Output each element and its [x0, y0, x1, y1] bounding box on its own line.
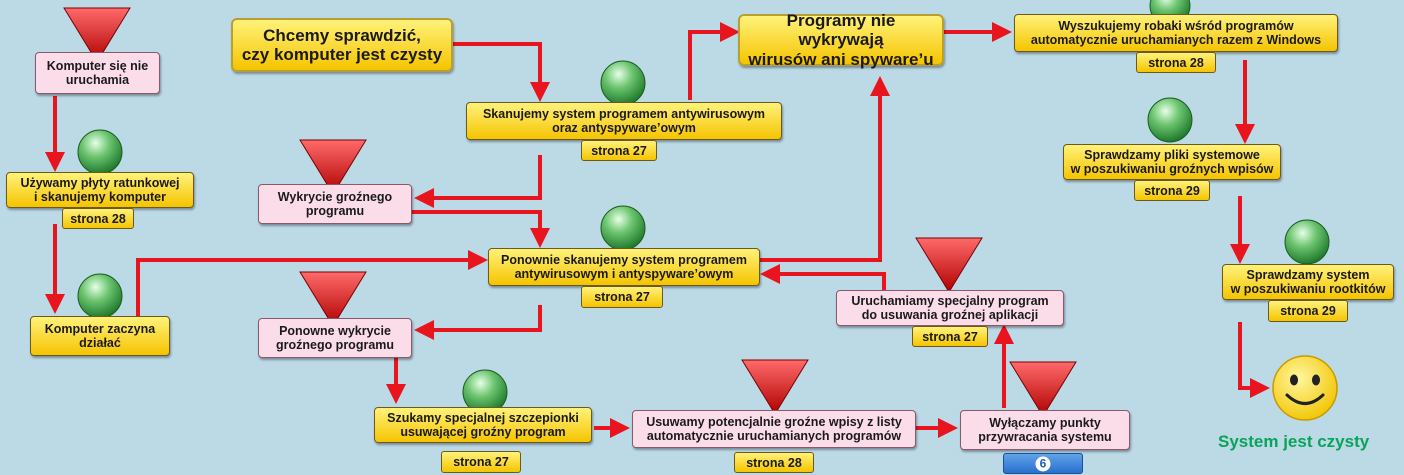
arrow-scan1-to-novirus	[688, 22, 740, 100]
red-warning-icon	[299, 271, 367, 327]
page-ref: strona 27	[441, 451, 521, 473]
page-ref: strona 28	[62, 208, 134, 229]
step-6-badge: 6	[1003, 453, 1083, 474]
green-indicator-icon	[600, 205, 646, 251]
node-autorun-worms: Wyszukujemy robaki wśród programów autom…	[1014, 14, 1338, 52]
page-ref: strona 27	[912, 326, 988, 347]
arrow-start-to-scan1	[452, 42, 550, 102]
arrow-scan2-to-detect2	[414, 305, 542, 340]
red-warning-icon	[299, 139, 367, 195]
final-status-text: System jest czysty	[1218, 432, 1370, 451]
node-restore-points: Wyłączamy punkty przywracania systemu	[960, 410, 1130, 450]
page-ref: strona 29	[1268, 300, 1348, 322]
green-indicator-icon	[1147, 97, 1193, 143]
arrow-rootkits-to-smiley	[1238, 322, 1270, 398]
node-start: Chcemy sprawdzić, czy komputer jest czys…	[231, 18, 453, 72]
arrow-detect1-to-scan2	[412, 210, 550, 248]
node-no-virus: Programy nie wykrywają wirusów ani spywa…	[738, 11, 944, 69]
node-scan2: Ponownie skanujemy system programem anty…	[488, 248, 760, 286]
node-works: Komputer zaczyna działać	[30, 316, 170, 356]
green-indicator-icon	[600, 60, 646, 106]
arrow-scan2-to-novirus	[760, 76, 890, 262]
node-rescue: Używamy płyty ratunkowej i skanujemy kom…	[6, 172, 194, 208]
node-vaccine: Szukamy specjalnej szczepionki usuwające…	[374, 407, 592, 443]
node-remove-entries: Usuwamy potencjalnie groźne wpisy z list…	[632, 410, 916, 448]
green-indicator-icon	[1284, 219, 1330, 265]
node-detect2: Ponowne wykrycie groźnego programu	[258, 318, 412, 358]
page-ref: strona 27	[581, 286, 663, 308]
arrow-works-to-scan2	[136, 250, 488, 320]
node-scan1: Skanujemy system programem antywirusowym…	[466, 102, 782, 140]
page-ref: strona 29	[1134, 180, 1210, 201]
red-warning-icon	[63, 7, 131, 63]
page-ref: strona 28	[1136, 52, 1216, 73]
red-warning-icon	[1009, 361, 1077, 417]
green-indicator-icon	[77, 129, 123, 175]
node-rootkits: Sprawdzamy system w poszukiwaniu rootkit…	[1222, 264, 1394, 300]
red-warning-icon	[741, 359, 809, 415]
node-no-start: Komputer się nie uruchamia	[35, 52, 160, 94]
node-special-program: Uruchamiamy specjalny program do usuwani…	[836, 290, 1064, 326]
red-warning-group	[63, 7, 1077, 417]
page-ref: strona 27	[581, 140, 657, 161]
node-detect1: Wykrycie groźnego programu	[258, 184, 412, 224]
node-sysfiles: Sprawdzamy pliki systemowe w poszukiwani…	[1063, 144, 1281, 180]
smiley-icon	[1272, 355, 1338, 421]
green-indicator-icon	[77, 273, 123, 319]
green-indicator-group	[77, 0, 1330, 415]
arrow-scan1-to-detect1	[414, 155, 542, 208]
red-warning-icon	[915, 237, 983, 293]
arrow-special-to-scan2	[760, 264, 886, 290]
page-ref: strona 28	[734, 452, 814, 473]
